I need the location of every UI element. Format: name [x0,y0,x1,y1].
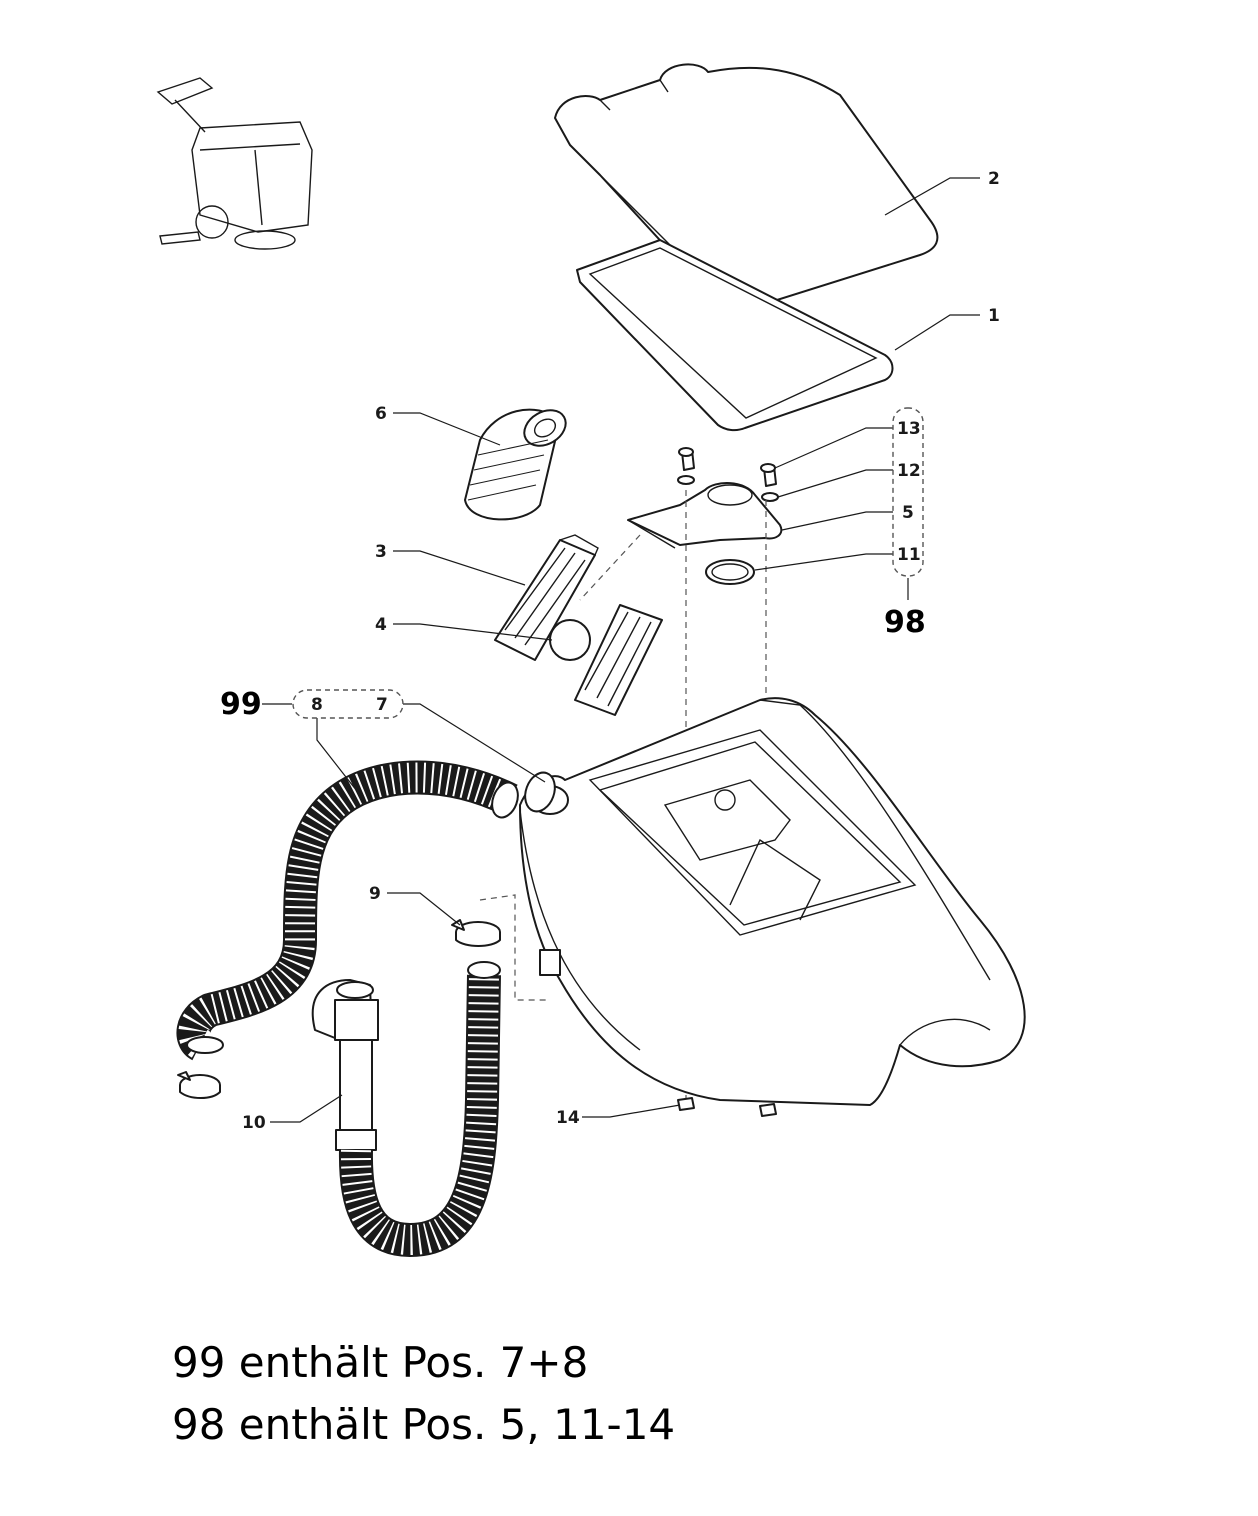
callout-4: 4 [375,615,387,635]
callout-2: 2 [988,169,1000,189]
part-5-suction-elbow [627,482,783,549]
callout-11: 11 [897,545,921,565]
callout-12: 12 [897,461,921,481]
kit-contents-notes: 99 enthält Pos. 7+8 98 enthält Pos. 5, 1… [172,1332,1172,1456]
note-kit-99: 99 enthält Pos. 7+8 [172,1338,589,1387]
kit-99-group-box [292,689,404,719]
part-13-screws [678,447,777,487]
kit-99-label: 99 [220,687,262,722]
part-8-suction-hose [176,760,519,1061]
callout-9: 9 [369,884,381,904]
part-4-float-ball [549,619,591,661]
part-9-hose-clamp [451,919,501,947]
part-3-filter-basket [494,534,599,661]
part-10-drain-hose [311,961,501,1258]
filter-basket-lower [574,604,663,716]
machine-thumbnail [156,77,313,250]
part-6-filter-cartridge [464,408,567,521]
callout-6: 6 [375,404,387,424]
part-14-clips [677,1097,777,1117]
part-7-hose-connector [524,771,556,813]
exploded-parts-diagram: 1 2 6 3 4 13 12 5 11 98 99 8 7 9 10 14 [156,63,1026,1258]
callout-7: 7 [376,695,388,715]
callout-3: 3 [375,542,387,562]
callout-14: 14 [556,1108,580,1128]
part-1-gasket [576,239,894,432]
callout-8: 8 [311,695,323,715]
kit-98-label: 98 [884,605,926,640]
recovery-tank [519,697,1026,1106]
leader-lines [262,177,980,1123]
note-kit-98: 98 enthält Pos. 5, 11-14 [172,1400,676,1449]
callout-13: 13 [897,419,921,439]
part-11-o-ring [705,559,755,585]
hose-clamp-lower-left [177,1071,221,1099]
callout-10: 10 [242,1113,266,1133]
callout-5: 5 [902,503,914,523]
callout-1: 1 [988,306,1000,326]
kit-98-group-box [892,407,924,577]
